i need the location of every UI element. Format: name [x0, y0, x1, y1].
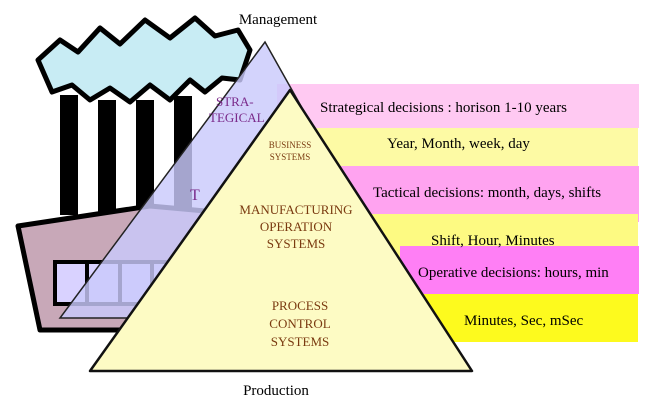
- band-text-year-month: Year, Month, week, day: [387, 136, 530, 152]
- band-text-strategical: Strategical decisions : horison 1-10 yea…: [320, 100, 567, 116]
- band-texts: Strategical decisions : horison 1-10 yea…: [320, 100, 609, 329]
- tactical-label-fragment: T: [190, 187, 200, 204]
- band-text-tactical: Tactical decisions: month, days, shifts: [373, 185, 601, 201]
- factory-smoke: [35, 15, 253, 105]
- band-operative: [400, 246, 639, 294]
- mos-line1: MANUFACTURING: [239, 202, 352, 217]
- strategical-label-line1: STRA-: [216, 94, 254, 109]
- mos-line3: SYSTEMS: [267, 236, 326, 251]
- front-pyramid: [88, 88, 474, 373]
- band-year-month: [310, 128, 638, 168]
- front-pyramid-labels: BUSINESS SYSTEMS MANUFACTURING OPERATION…: [239, 140, 352, 349]
- pcs-line2: CONTROL: [269, 316, 330, 331]
- factory-chimney: [98, 100, 116, 218]
- decision-bands: [277, 84, 639, 342]
- band-tactical: [340, 166, 639, 222]
- factory-chimney: [136, 100, 154, 216]
- pcs-line3: SYSTEMS: [271, 334, 330, 349]
- band-minutes-sec: [416, 294, 638, 342]
- pcs-line1: PROCESS: [272, 298, 328, 313]
- management-label: Management: [239, 12, 318, 28]
- band-strategical: [277, 84, 639, 128]
- production-label: Production: [243, 383, 309, 399]
- business-systems-line2: SYSTEMS: [270, 152, 311, 162]
- band-text-minutes-sec: Minutes, Sec, mSec: [464, 313, 583, 329]
- factory-chimney: [60, 95, 78, 215]
- back-pyramid-labels: STRA- TEGICAL T: [190, 94, 265, 204]
- business-systems-line1: BUSINESS: [269, 140, 312, 150]
- band-text-shift-hour: Shift, Hour, Minutes: [431, 233, 555, 249]
- mos-line2: OPERATION: [260, 219, 333, 234]
- band-text-operative: Operative decisions: hours, min: [418, 265, 609, 281]
- strategical-label-line2: TEGICAL: [209, 110, 265, 125]
